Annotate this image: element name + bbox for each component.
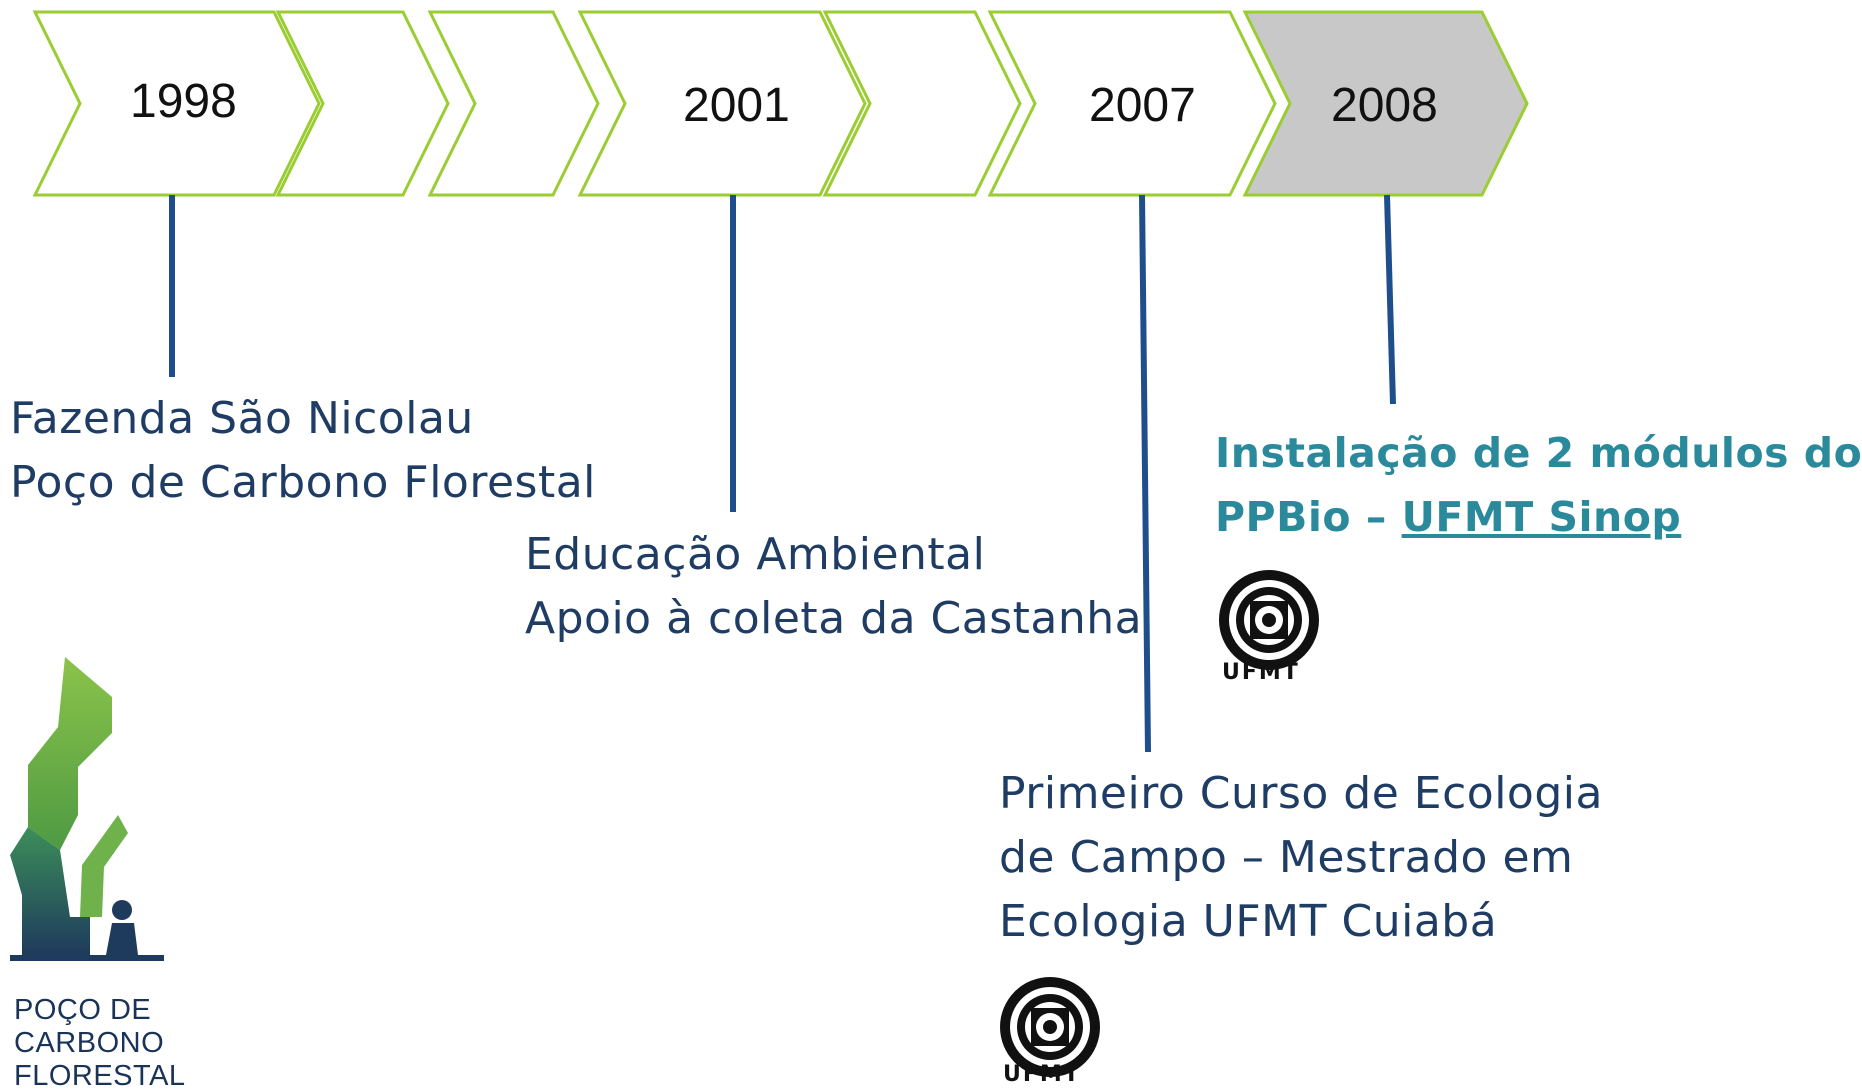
event-1998-line1: Fazenda São Nicolau bbox=[10, 393, 474, 444]
event-1998-line2: Poço de Carbono Florestal bbox=[10, 457, 596, 508]
chevron-blank-1 bbox=[275, 10, 450, 197]
event-2008: Instalação de 2 módulos do PPBio – UFMT … bbox=[1215, 421, 1862, 549]
poco-de-carbono-tree-icon bbox=[10, 657, 164, 961]
event-2007-line3: Ecologia UFMT Cuiabá bbox=[999, 896, 1498, 947]
event-2001: Educação Ambiental Apoio à coleta da Cas… bbox=[525, 523, 1142, 651]
chevron-blank-2 bbox=[427, 10, 600, 197]
year-label-1998: 1998 bbox=[130, 75, 237, 128]
chevron-2001 bbox=[577, 10, 867, 197]
event-2007-line2: de Campo – Mestrado em bbox=[999, 832, 1574, 883]
ufmt-seal-icon bbox=[1219, 570, 1319, 670]
event-2001-line2: Apoio à coleta da Castanha bbox=[525, 593, 1143, 644]
event-2001-line1: Educação Ambiental bbox=[525, 529, 986, 580]
connector-2007 bbox=[1139, 194, 1151, 753]
event-2008-prefix: PPBio – bbox=[1215, 493, 1402, 541]
ufmt-seal-icon bbox=[1000, 977, 1100, 1077]
brand-line-2: CARBONO bbox=[14, 1027, 165, 1059]
chevron-blank-3 bbox=[822, 10, 1022, 197]
event-1998: Fazenda São Nicolau Poço de Carbono Flor… bbox=[10, 387, 596, 515]
year-label-2001: 2001 bbox=[683, 79, 790, 132]
chevron-1998 bbox=[32, 10, 321, 197]
connector-2008 bbox=[1384, 194, 1396, 405]
connector-lines bbox=[169, 194, 1396, 753]
brand-line-3: FLORESTAL bbox=[14, 1060, 186, 1092]
ufmt-label-2007: UFMT bbox=[1003, 1062, 1081, 1087]
event-2007: Primeiro Curso de Ecologia de Campo – Me… bbox=[999, 762, 1603, 954]
event-2008-line2: PPBio – UFMT Sinop bbox=[1215, 485, 1862, 549]
year-label-2008: 2008 bbox=[1331, 79, 1438, 132]
event-2008-line1: Instalação de 2 módulos do bbox=[1215, 429, 1862, 477]
timeline-graphic bbox=[32, 10, 1529, 753]
chevron-2008 bbox=[1242, 10, 1529, 197]
brand-line-1: POÇO DE bbox=[14, 994, 152, 1026]
ufmt-label-2008: UFMT bbox=[1222, 660, 1300, 685]
ufmt-sinop-link[interactable]: UFMT Sinop bbox=[1401, 493, 1682, 541]
event-2007-line1: Primeiro Curso de Ecologia bbox=[999, 768, 1603, 819]
chevron-2007 bbox=[987, 10, 1277, 197]
chevron-row bbox=[32, 10, 1529, 197]
year-label-2007: 2007 bbox=[1089, 79, 1196, 132]
